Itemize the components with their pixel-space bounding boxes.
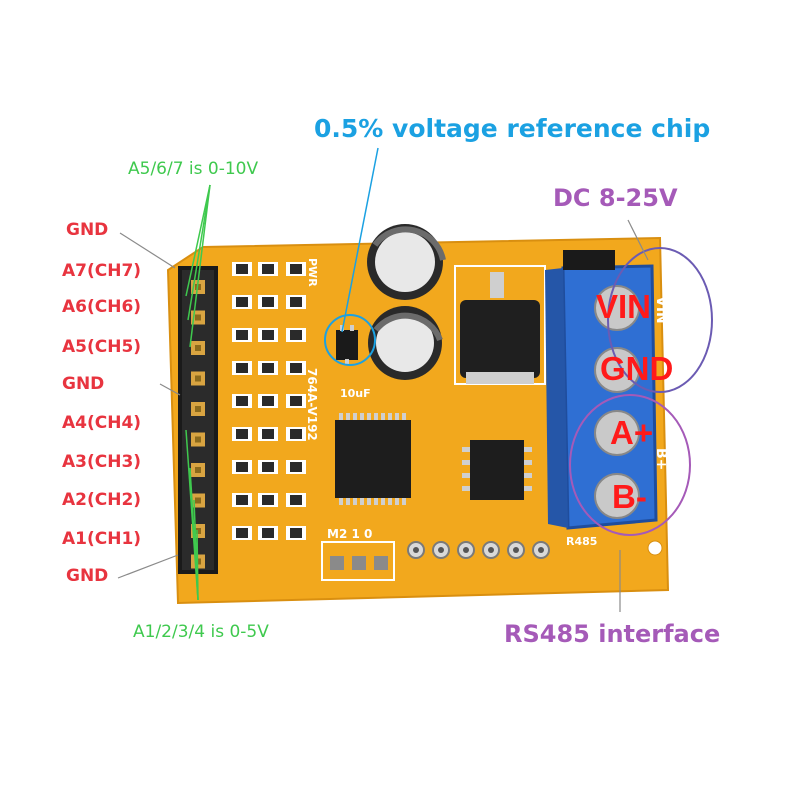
pin-label: A6(CH6) [62, 297, 142, 317]
silk-cap-value: 10uF [340, 387, 371, 400]
silk-mode: M2 1 0 [327, 527, 373, 541]
bottom-pads [407, 541, 550, 559]
pin-label: A5(CH5) [62, 337, 142, 357]
dc-supply-annotation: DC 8-25V [553, 184, 678, 212]
power-highlight-ring [607, 247, 713, 393]
rs485-highlight-ring [569, 394, 691, 536]
green-leader-lines [185, 184, 211, 601]
range-high-annotation: A5/6/7 is 0-10V [128, 159, 259, 179]
pin-label: A4(CH4) [62, 413, 142, 433]
rs485-chip [462, 440, 532, 500]
adc-chip [335, 413, 411, 505]
range-low-annotation: A1/2/3/4 is 0-5V [133, 622, 269, 642]
terminal-label-b-minus: B- [612, 478, 647, 515]
silk-model: 764A-V192 [305, 368, 319, 441]
silk-vin: VIN [653, 296, 669, 324]
terminal-label-gnd: GND [600, 350, 674, 387]
terminal-label-a-plus: A+ [610, 414, 654, 451]
voltage-regulator [454, 265, 546, 385]
terminal-block [545, 250, 658, 530]
pin-label: A2(CH2) [62, 490, 142, 510]
smd-resistors [232, 262, 306, 540]
pin-label: GND [66, 220, 109, 240]
electrolytic-capacitor-top [367, 224, 446, 300]
pin-label: A1(CH1) [62, 529, 142, 549]
silk-r485: R485 [566, 535, 598, 548]
pin-label: A7(CH7) [62, 261, 142, 281]
mode-jumper [321, 541, 395, 581]
leader-lines [117, 219, 649, 612]
pin-label: GND [66, 566, 109, 586]
pin-label: GND [62, 374, 105, 394]
voltage-reference-annotation: 0.5% voltage reference chip [314, 114, 711, 143]
silk-bplus: B+ [653, 448, 669, 471]
silk-pwr: PWR [306, 258, 319, 287]
voltage-reference-chip [324, 314, 376, 366]
pin-label: A3(CH3) [62, 452, 142, 472]
rs485-annotation: RS485 interface [504, 620, 721, 648]
terminal-label-vin: VIN [596, 288, 652, 325]
electrolytic-capacitor-bottom [368, 306, 443, 380]
